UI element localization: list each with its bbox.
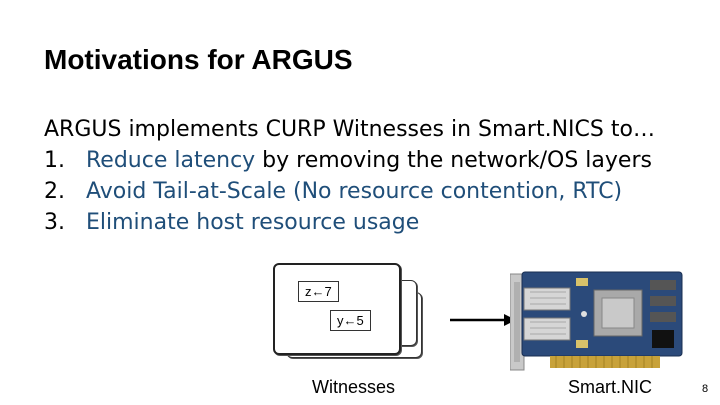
intro-line: ARGUS implements CURP Witnesses in Smart… [44,117,655,142]
list-item-1: 1. Reduce latency by removing the network… [44,145,655,176]
page-number: 8 [702,383,709,395]
list-number: 1. [44,148,65,173]
smartnic-card-image [510,271,683,371]
list-highlight: Avoid Tail-at-Scale (No resource content… [86,179,623,204]
list-highlight: Reduce latency [86,148,256,173]
witness-entry-z: z←7 [298,281,339,302]
list-item-3: 3. Eliminate host resource usage [44,207,655,238]
list-item-2: 2. Avoid Tail-at-Scale (No resource conte… [44,176,655,207]
witness-card-front [273,263,401,355]
witness-entry-y: y←5 [330,310,371,331]
list-number: 2. [44,179,65,204]
slide-title: Motivations for ARGUS [44,44,353,75]
witnesses-caption: Witnesses [312,377,396,397]
smartnic-caption: Smart.NIC [568,377,653,397]
list-highlight: Eliminate host resource usage [86,210,420,235]
right-arrow-icon [450,314,516,326]
list-rest: by removing the network/OS layers [255,148,652,173]
slide-body: ARGUS implements CURP Witnesses in Smart… [44,114,655,238]
list-number: 3. [44,210,65,235]
